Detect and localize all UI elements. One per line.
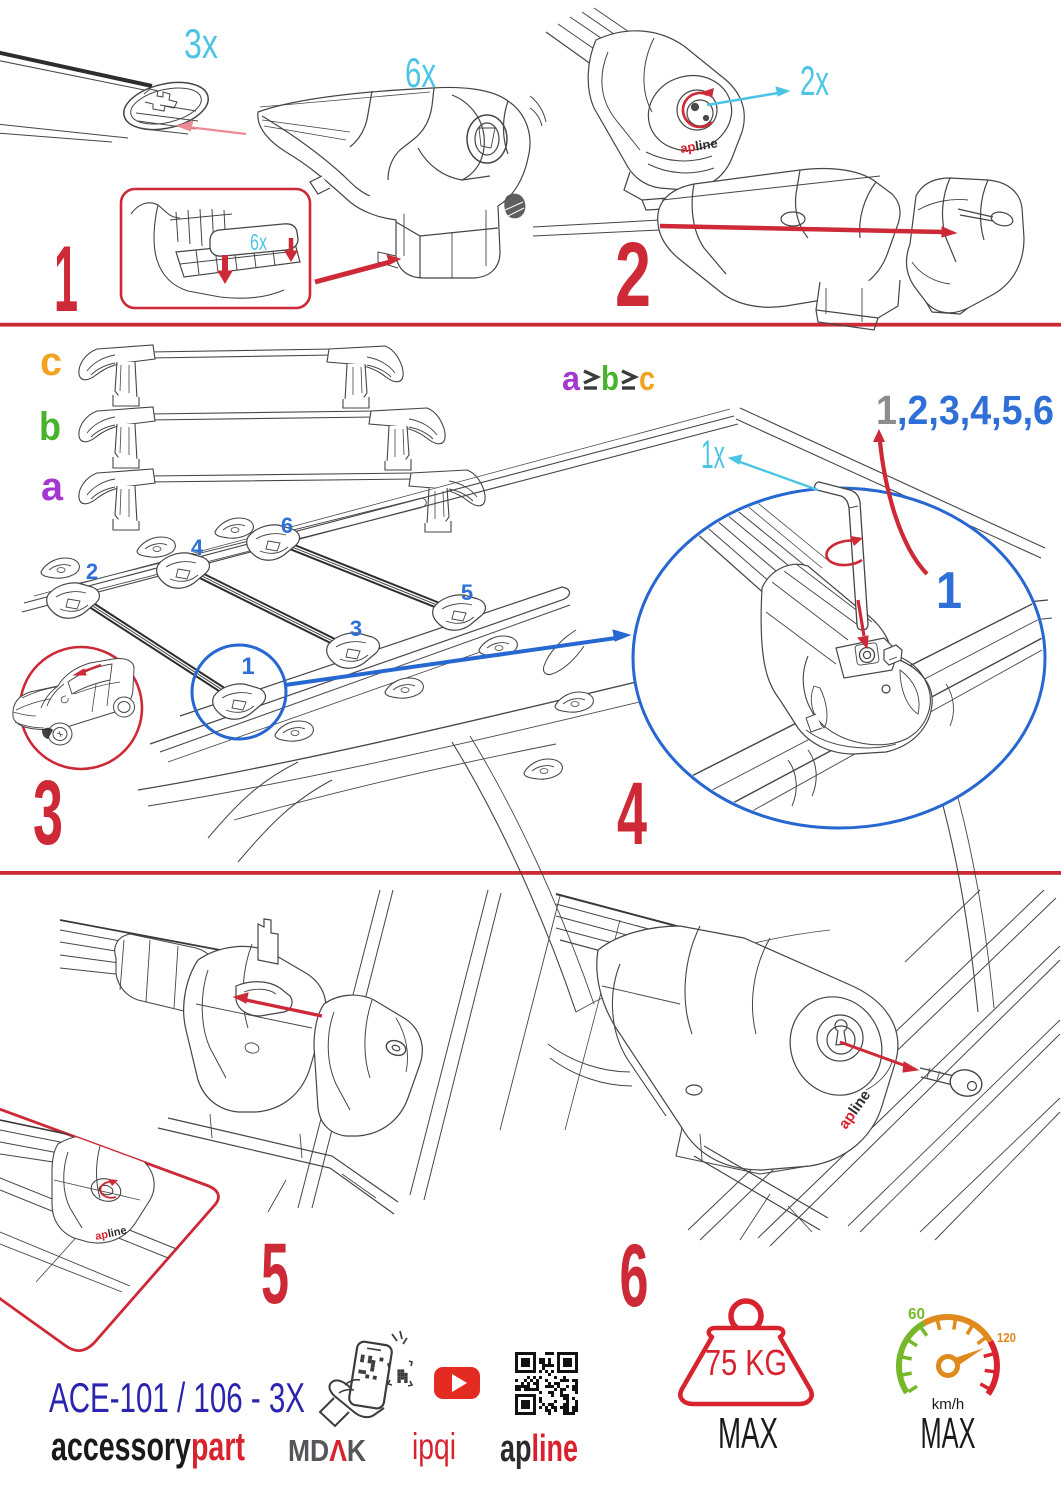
svg-text:apline: apline xyxy=(679,135,718,156)
svg-text:apline: apline xyxy=(94,1225,128,1243)
svg-text:ACE-101 / 106 - 3X: ACE-101 / 106 - 3X xyxy=(49,1374,305,1421)
svg-text:3: 3 xyxy=(33,762,63,864)
svg-text:accessorypart: accessorypart xyxy=(51,1425,245,1469)
svg-text:apline: apline xyxy=(500,1428,578,1470)
svg-text:1: 1 xyxy=(54,226,78,331)
svg-text:4: 4 xyxy=(617,763,647,863)
svg-text:MAX: MAX xyxy=(921,1409,976,1458)
svg-text:60: 60 xyxy=(908,1306,925,1323)
svg-text:b: b xyxy=(39,405,61,449)
svg-text:1: 1 xyxy=(936,562,962,620)
svg-text:a: a xyxy=(41,465,64,509)
svg-text:6: 6 xyxy=(620,1225,649,1325)
svg-text:2x: 2x xyxy=(800,57,829,104)
svg-text:MAX: MAX xyxy=(718,1409,778,1458)
svg-text:MDΛK: MDΛK xyxy=(288,1433,367,1468)
svg-text:c: c xyxy=(40,340,62,384)
svg-text:c: c xyxy=(639,360,655,398)
svg-text:6: 6 xyxy=(281,513,293,538)
svg-text:3x: 3x xyxy=(184,20,218,67)
svg-text:5: 5 xyxy=(461,580,473,605)
svg-text:a: a xyxy=(562,360,581,398)
svg-text:b: b xyxy=(601,360,619,398)
svg-text:1: 1 xyxy=(241,653,254,680)
svg-text:ipqi: ipqi xyxy=(412,1426,456,1467)
svg-text:1,2,3,4,5,6: 1,2,3,4,5,6 xyxy=(876,387,1054,433)
svg-text:4: 4 xyxy=(191,535,204,560)
svg-text:120: 120 xyxy=(997,1330,1016,1345)
svg-text:2: 2 xyxy=(615,224,651,326)
svg-text:1x: 1x xyxy=(701,433,725,477)
svg-text:2: 2 xyxy=(86,559,98,584)
svg-text:6x: 6x xyxy=(250,229,267,255)
svg-text:km/h: km/h xyxy=(932,1396,965,1413)
svg-text:3: 3 xyxy=(350,616,362,641)
svg-text:5: 5 xyxy=(261,1226,289,1322)
svg-text:75 KG: 75 KG xyxy=(705,1342,787,1383)
